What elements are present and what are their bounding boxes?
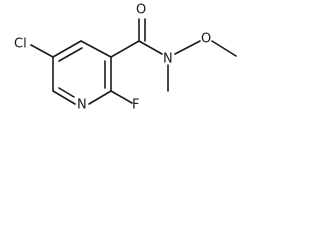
structure-diagram: Cl F N O N O <box>14 3 237 113</box>
amide-nitrogen-label: N <box>163 52 173 67</box>
atom-labels: Cl F N O N O <box>14 3 211 113</box>
bond-c3-carbonyl <box>110 40 140 58</box>
bond-c5-c4-inner <box>58 47 83 62</box>
ring-nitrogen-label: N <box>77 98 87 113</box>
bond-carbonyl-n <box>138 40 163 55</box>
bond-c5-c4 <box>52 40 82 58</box>
methoxy-oxygen-label: O <box>201 32 211 47</box>
bond-c5-cl <box>30 44 54 58</box>
substituent-bonds <box>30 18 237 104</box>
bond-c4-c3 <box>80 40 112 58</box>
carbonyl-oxygen-label: O <box>136 3 146 18</box>
bond-c2-f <box>110 90 133 104</box>
chlorine-label: Cl <box>14 37 27 52</box>
bond-n1-c6 <box>52 90 76 105</box>
bond-n-o <box>174 40 201 55</box>
bond-c2-n1 <box>88 90 112 105</box>
pyridine-ring <box>52 40 112 105</box>
bond-n1-c6-inner <box>58 87 75 98</box>
fluorine-label: F <box>132 98 139 113</box>
bond-o-methyl <box>211 40 237 57</box>
